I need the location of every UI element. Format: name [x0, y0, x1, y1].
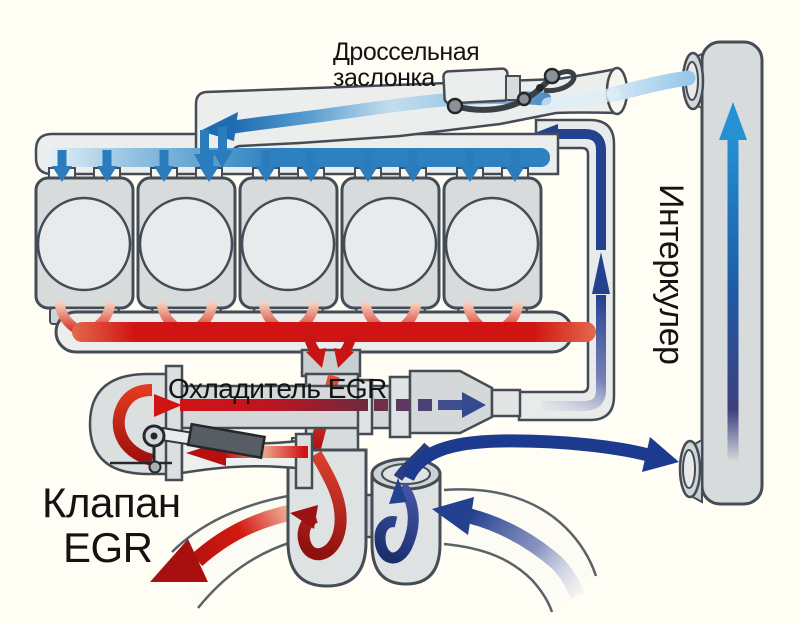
cylinder-5 — [442, 167, 543, 325]
intake-port-arrows — [52, 150, 525, 182]
charge-air-arrowhead — [642, 437, 679, 472]
throttle-pin — [536, 84, 544, 92]
arrow-head — [358, 166, 378, 182]
arrow-head — [403, 166, 423, 182]
throttle-label-line2: заслонка — [333, 64, 435, 92]
exhaust-outlet-pipe-edge — [197, 540, 293, 609]
air-intake-pipe-edge — [443, 488, 598, 577]
arrow-shaft — [465, 150, 475, 168]
egr-cooler-flowband — [180, 399, 368, 411]
air-intake-arrowhead — [432, 497, 474, 535]
arrow-shaft — [510, 150, 520, 168]
egr-cooled-arrowhead — [462, 392, 486, 418]
air-intake-arrow-shaft — [468, 508, 585, 600]
exhaust-manifold — [54, 301, 596, 378]
egr-valve-curve-arrow — [112, 384, 154, 466]
egr-flow-dash — [396, 399, 410, 411]
egr-cooler-connector — [490, 388, 522, 418]
throttle-assembly — [442, 67, 577, 115]
arrow-shaft — [200, 130, 209, 156]
egr-flow-up-arrowhead — [592, 252, 610, 294]
egr-branch-flange — [294, 432, 314, 490]
turbine-spiral-arrowhead — [290, 505, 318, 529]
turbocharger — [150, 434, 679, 613]
arrow-shaft — [204, 150, 214, 168]
diagram-labels: Дроссельная заслонка Интеркулер Клапан E… — [42, 38, 690, 571]
turbine-spiral — [297, 450, 347, 561]
egr-flow-dash — [374, 399, 388, 411]
cylinder-4 — [340, 167, 441, 325]
arrow-head — [199, 166, 219, 182]
arrow-head — [154, 166, 174, 182]
arrow-shaft — [306, 150, 316, 168]
intake-air-arrows — [52, 90, 552, 182]
egr-cooled-arrow-shaft — [438, 400, 462, 410]
cylinder-bore — [138, 196, 234, 292]
air-stream-fade — [541, 87, 621, 111]
intake-riser-arrow — [212, 127, 233, 168]
egr-cooler-assembly: Охладитель EGR — [88, 364, 522, 490]
intake-main-arrowhead — [200, 112, 238, 141]
exhaust-center-arrowhead — [306, 348, 326, 368]
exhaust-outlet-arrowhead — [150, 539, 208, 582]
exhaust-center-arrowhead — [334, 348, 354, 368]
arrow-shaft — [363, 150, 373, 168]
arrow-head — [256, 166, 276, 182]
engine-block — [34, 167, 543, 325]
arrow-head — [97, 166, 117, 182]
exhaust-outlet-pipe-edge — [171, 494, 289, 553]
actuator-cylinder — [186, 422, 267, 460]
throttle-label-line1: Дроссельная — [333, 38, 479, 66]
cylinder-bore — [444, 196, 540, 292]
cylinder-2 — [136, 167, 237, 325]
arrow-head — [52, 166, 72, 182]
cylinder-bore — [240, 196, 336, 292]
arrow-shaft — [261, 150, 271, 168]
intake-plenum-airband — [46, 148, 550, 167]
throttle-linkage-hook — [543, 69, 577, 94]
arrow-head — [460, 166, 480, 182]
cylinder-3 — [238, 167, 339, 325]
compressor-spiral — [374, 482, 419, 564]
throttle-pivot — [543, 67, 561, 85]
intercooler-flow-arrowhead — [719, 102, 747, 140]
arrow-head — [505, 166, 525, 182]
arrow-shaft — [159, 150, 169, 168]
intercooler-inlet-port — [682, 449, 696, 489]
charge-air-arrow-shaft — [402, 434, 650, 482]
egr-flow-up-shaft — [542, 295, 606, 411]
arrow-shaft — [57, 150, 67, 168]
compressor-spiral-arrowhead — [389, 478, 407, 504]
arrow-shaft — [408, 150, 418, 168]
egr-valve-actuator — [110, 422, 267, 474]
egr-valve-housing — [88, 372, 172, 476]
egr-cooler-label: Охладитель EGR — [168, 373, 387, 404]
cooled-air-stream — [541, 70, 696, 111]
air-intake-pipe-edge — [443, 542, 554, 613]
exhaust-outlet-arrow-shaft — [191, 504, 295, 567]
actuator-pivot-pin — [150, 432, 158, 440]
throttle-pivot — [446, 97, 464, 115]
egr-flow-dash — [418, 399, 432, 411]
valve-pintle — [148, 460, 162, 474]
cylinder-bore — [36, 196, 132, 292]
throttle-pivot — [516, 91, 532, 107]
egr-flow-top-shaft — [556, 129, 606, 250]
egr-valve-arrowhead — [154, 394, 182, 417]
throttle-flange — [505, 75, 521, 101]
exhaust-band — [72, 322, 596, 342]
cylinder-bore — [342, 196, 438, 292]
egr-valve-label-line2: EGR — [63, 524, 153, 571]
arrow-shaft — [102, 150, 112, 168]
cylinder-1 — [34, 167, 135, 325]
arrow-head — [301, 166, 321, 182]
arrow-shaft — [218, 127, 227, 152]
intercooler-label: Интеркулер — [652, 184, 690, 364]
air-stream-band — [606, 70, 696, 102]
intercooler — [678, 40, 764, 506]
egr-valve-label-line1: Клапан — [42, 479, 181, 526]
arrow-head — [212, 150, 233, 168]
